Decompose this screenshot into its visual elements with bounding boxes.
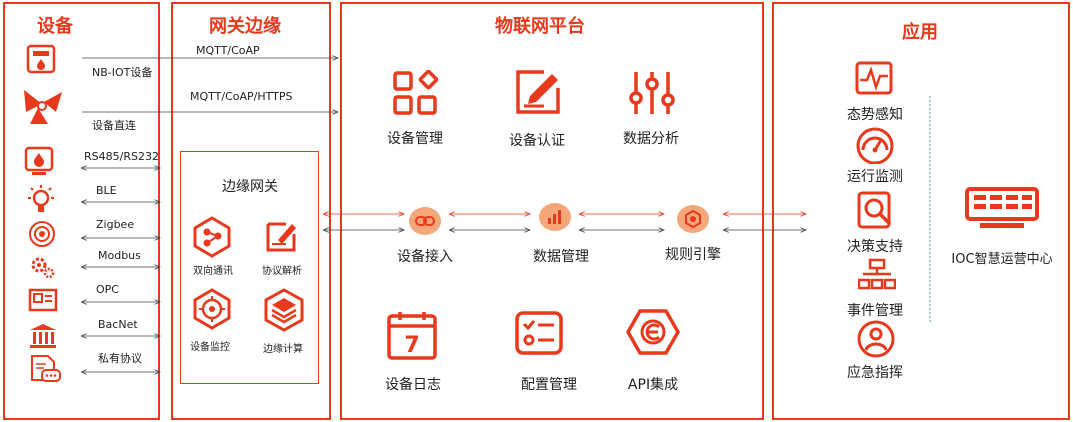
operation-monitor-icon [856, 127, 894, 164]
edge-title: 网关边缘 [209, 16, 281, 37]
device-manage-icon [393, 70, 438, 115]
app-item-label: 决策支持 [847, 239, 903, 255]
platform-mid-label: 数据管理 [533, 249, 589, 265]
link-label-private: 私有协议 [98, 352, 142, 365]
fan-icon [24, 90, 62, 124]
devices-panel [3, 2, 160, 420]
panel-icon [28, 288, 58, 312]
platform-top-label: 数据分析 [623, 131, 679, 147]
meter-icon [26, 44, 56, 74]
building-icon [30, 324, 56, 348]
link-label-zigbee: Zigbee [96, 218, 135, 231]
platform-mid-label: 设备接入 [397, 249, 453, 265]
edge-gateway-box [180, 151, 319, 384]
devices-title: 设备 [37, 16, 73, 37]
link-label-bacnet: BacNet [98, 318, 138, 331]
edge-compute-icon [264, 288, 304, 332]
event-manage-icon [858, 258, 896, 290]
fire-alarm-icon [24, 146, 54, 175]
platform-mid-label: 规则引擎 [665, 247, 721, 263]
config-manage-icon [515, 311, 563, 355]
device-auth-icon [516, 70, 560, 114]
gears-icon [31, 257, 55, 279]
link-label-mqtt-coap: MQTT/CoAP [196, 44, 260, 57]
app-item-label: 应急指挥 [847, 365, 903, 381]
rule-engine-icon [677, 205, 709, 233]
edge-item-label: 协议解析 [262, 266, 302, 277]
document-chat-icon [31, 355, 61, 382]
link-label-ble: BLE [96, 184, 117, 197]
emergency-command-icon [857, 320, 895, 358]
decision-support-icon [857, 191, 892, 229]
edge-item-label: 边缘计算 [263, 344, 303, 355]
ioc-center-label: IOC智慧运营中心 [951, 252, 1053, 267]
situation-awareness-icon [855, 61, 893, 95]
data-manage-icon [539, 203, 571, 231]
link-label-opc: OPC [96, 283, 119, 296]
link-label-mqtt-coap-https: MQTT/CoAP/HTTPS [190, 90, 293, 103]
link-label-nbiot: NB-IOT设备 [92, 66, 153, 79]
link-label-direct: 设备直连 [92, 119, 136, 132]
platform-bottom-label: API集成 [627, 377, 679, 393]
edge-panel [171, 2, 331, 420]
platform-panel [340, 2, 764, 420]
device-log-icon: 7 [387, 312, 437, 360]
ioc-dashboard-icon [965, 187, 1039, 228]
link-label-rs485: RS485/RS232 [84, 150, 159, 163]
platform-bottom-label: 设备日志 [385, 377, 441, 393]
app-item-label: 事件管理 [847, 303, 903, 319]
svg-text:7: 7 [404, 333, 419, 358]
edge-gateway-title: 边缘网关 [222, 179, 278, 195]
apps-panel [772, 2, 1070, 420]
access-link-icon [409, 207, 441, 235]
data-analysis-icon [629, 72, 675, 114]
platform-bottom-label: 配置管理 [521, 377, 577, 393]
apps-title: 应用 [902, 22, 938, 43]
app-item-label: 运行监测 [847, 169, 903, 185]
target-sensor-icon [29, 221, 55, 247]
platform-top-label: 设备认证 [509, 133, 565, 149]
api-integration-icon [626, 309, 680, 355]
platform-title: 物联网平台 [495, 16, 585, 37]
bidirectional-comm-icon [193, 216, 231, 258]
bulb-icon [28, 185, 54, 212]
app-item-label: 态势感知 [847, 107, 903, 123]
platform-top-label: 设备管理 [387, 131, 443, 147]
edge-item-label: 设备监控 [190, 342, 230, 353]
link-label-modbus: Modbus [98, 249, 141, 262]
edge-item-label: 双向通讯 [193, 266, 233, 277]
protocol-parse-icon [266, 222, 296, 252]
device-monitor-icon [193, 288, 231, 330]
